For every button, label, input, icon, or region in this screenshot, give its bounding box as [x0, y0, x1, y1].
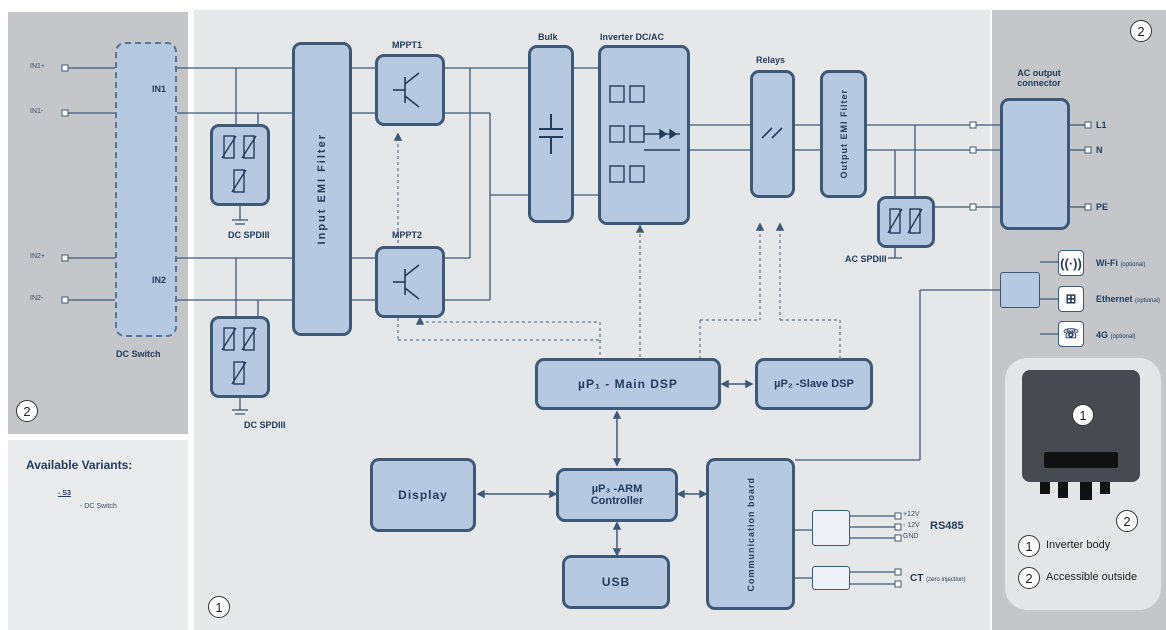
mppt1-block — [375, 54, 445, 126]
dc-spd-1-label: DC SPDIII — [228, 230, 270, 240]
inverter-label: Inverter DC/AC — [600, 32, 665, 42]
marker-body-on-photo: 1 — [1072, 404, 1094, 426]
ethernet-label: Ethernet (optional) — [1096, 294, 1160, 304]
inverter-connector-icon — [1100, 482, 1110, 494]
variants-title: Available Variants: — [26, 458, 133, 472]
marker-accessible-outside-left: 2 — [16, 400, 38, 422]
dc-input-in2-plus: IN2+ — [30, 253, 45, 260]
rs485-pin-2: - 12V — [903, 522, 920, 529]
communication-board: Communication board — [706, 458, 795, 610]
rs485-pin-1: +12V — [903, 511, 920, 518]
ethernet-icon: ⊞ — [1058, 286, 1084, 312]
legend-marker-1: 1 — [1018, 535, 1040, 557]
ct-label: CT (zero injection) — [910, 573, 965, 584]
wifi-text: Wi-Fi — [1096, 258, 1118, 268]
display-block: Display — [370, 458, 476, 532]
4g-label: 4G (optional) — [1096, 330, 1136, 340]
ct-text: CT — [910, 573, 924, 584]
dc-spd-2 — [210, 316, 270, 398]
varistor-icon — [221, 135, 257, 193]
dc-switch — [115, 42, 177, 337]
4g-text: 4G — [1096, 330, 1109, 340]
inverter-connector-icon — [1058, 482, 1068, 498]
slave-dsp-label: µP₂ -Slave DSP — [774, 378, 854, 390]
wifi-label: Wi-Fi (optional) — [1096, 258, 1145, 268]
ac-output-connector — [1000, 98, 1070, 230]
display-label: Display — [398, 488, 448, 502]
variants-panel — [8, 440, 188, 630]
usb-label: USB — [601, 575, 631, 589]
variant-description: - DC Switch — [80, 503, 117, 510]
relays-block — [750, 70, 795, 198]
transistor-icon — [393, 264, 420, 300]
4g-icon: ☏ — [1058, 321, 1084, 347]
dc-input-in1-minus: IN1- — [30, 108, 44, 115]
ac-connector-label: AC output connector — [1017, 68, 1061, 88]
relay-switch-icon — [760, 127, 783, 139]
ac-spd — [877, 196, 935, 248]
inverter-bridge-icon — [609, 85, 680, 183]
rs485-pin-3: GND — [903, 533, 919, 540]
mppt1-label: MPPT1 — [392, 40, 423, 50]
ethernet-text: Ethernet — [1096, 294, 1133, 304]
inverter-screen — [1044, 452, 1118, 468]
inverter-block — [598, 45, 690, 225]
slave-dsp-block: µP₂ -Slave DSP — [755, 358, 873, 410]
output-emi-filter-label: Output EMI Filter — [838, 89, 849, 179]
rs485-label: RS485 — [930, 520, 964, 532]
input-emi-filter: Input EMI Filter — [292, 42, 352, 336]
dc-input-in1-plus: IN1+ — [30, 63, 45, 70]
marker-outside-on-photo: 2 — [1116, 510, 1138, 532]
input-emi-filter-label: Input EMI Filter — [316, 133, 328, 245]
ct-port — [812, 566, 850, 590]
main-dsp-label: µP₁ - Main DSP — [578, 377, 678, 391]
dc-spd-1 — [210, 124, 270, 206]
ac-output-pe: PE — [1096, 202, 1109, 212]
ac-output-l1: L1 — [1096, 120, 1107, 130]
arm-controller-label: µP₃ -ARM Controller — [590, 483, 644, 507]
mppt2-block — [375, 246, 445, 318]
4g-note: (optional) — [1110, 334, 1136, 340]
marker-inverter-body: 1 — [208, 596, 230, 618]
legend-accessible-outside: Accessible outside — [1046, 571, 1138, 583]
arm-controller-block: µP₃ -ARM Controller — [556, 468, 678, 522]
ac-output-n: N — [1096, 145, 1103, 155]
output-emi-filter: Output EMI Filter — [820, 70, 867, 198]
bulk-capacitor — [528, 45, 574, 223]
dc-switch-label: DC Switch — [116, 349, 161, 359]
bulk-label: Bulk — [538, 32, 558, 42]
variant-code: - S3 — [58, 490, 71, 497]
marker-accessible-outside-right: 2 — [1130, 20, 1152, 42]
wifi-note: (optional) — [1120, 262, 1146, 268]
legend-inverter-body: Inverter body — [1046, 539, 1111, 551]
switch-label-in1: IN1 — [152, 84, 167, 94]
relays-label: Relays — [756, 55, 786, 65]
wifi-icon: ((·)) — [1058, 250, 1084, 276]
varistor-icon — [887, 208, 923, 234]
ct-note: (zero injection) — [926, 577, 966, 583]
inverter-photo — [1022, 370, 1140, 482]
dc-spd-2-label: DC SPDIII — [244, 420, 286, 430]
comm-port-block — [1000, 272, 1040, 308]
inverter-connector-icon — [1080, 482, 1092, 500]
dc-input-in2-minus: IN2- — [30, 295, 44, 302]
rs485-port — [812, 510, 850, 546]
ethernet-note: (optional) — [1135, 298, 1161, 304]
inverter-connector-icon — [1040, 482, 1050, 494]
main-dsp-block: µP₁ - Main DSP — [535, 358, 721, 410]
communication-board-label: Communication board — [745, 476, 756, 592]
mppt2-label: MPPT2 — [392, 230, 423, 240]
capacitor-icon — [539, 114, 563, 154]
varistor-icon — [221, 327, 257, 385]
ac-spd-label: AC SPDIII — [845, 254, 887, 264]
usb-block: USB — [562, 555, 670, 609]
switch-label-in2: IN2 — [152, 275, 167, 285]
transistor-icon — [393, 72, 420, 108]
legend-marker-2: 2 — [1018, 567, 1040, 589]
